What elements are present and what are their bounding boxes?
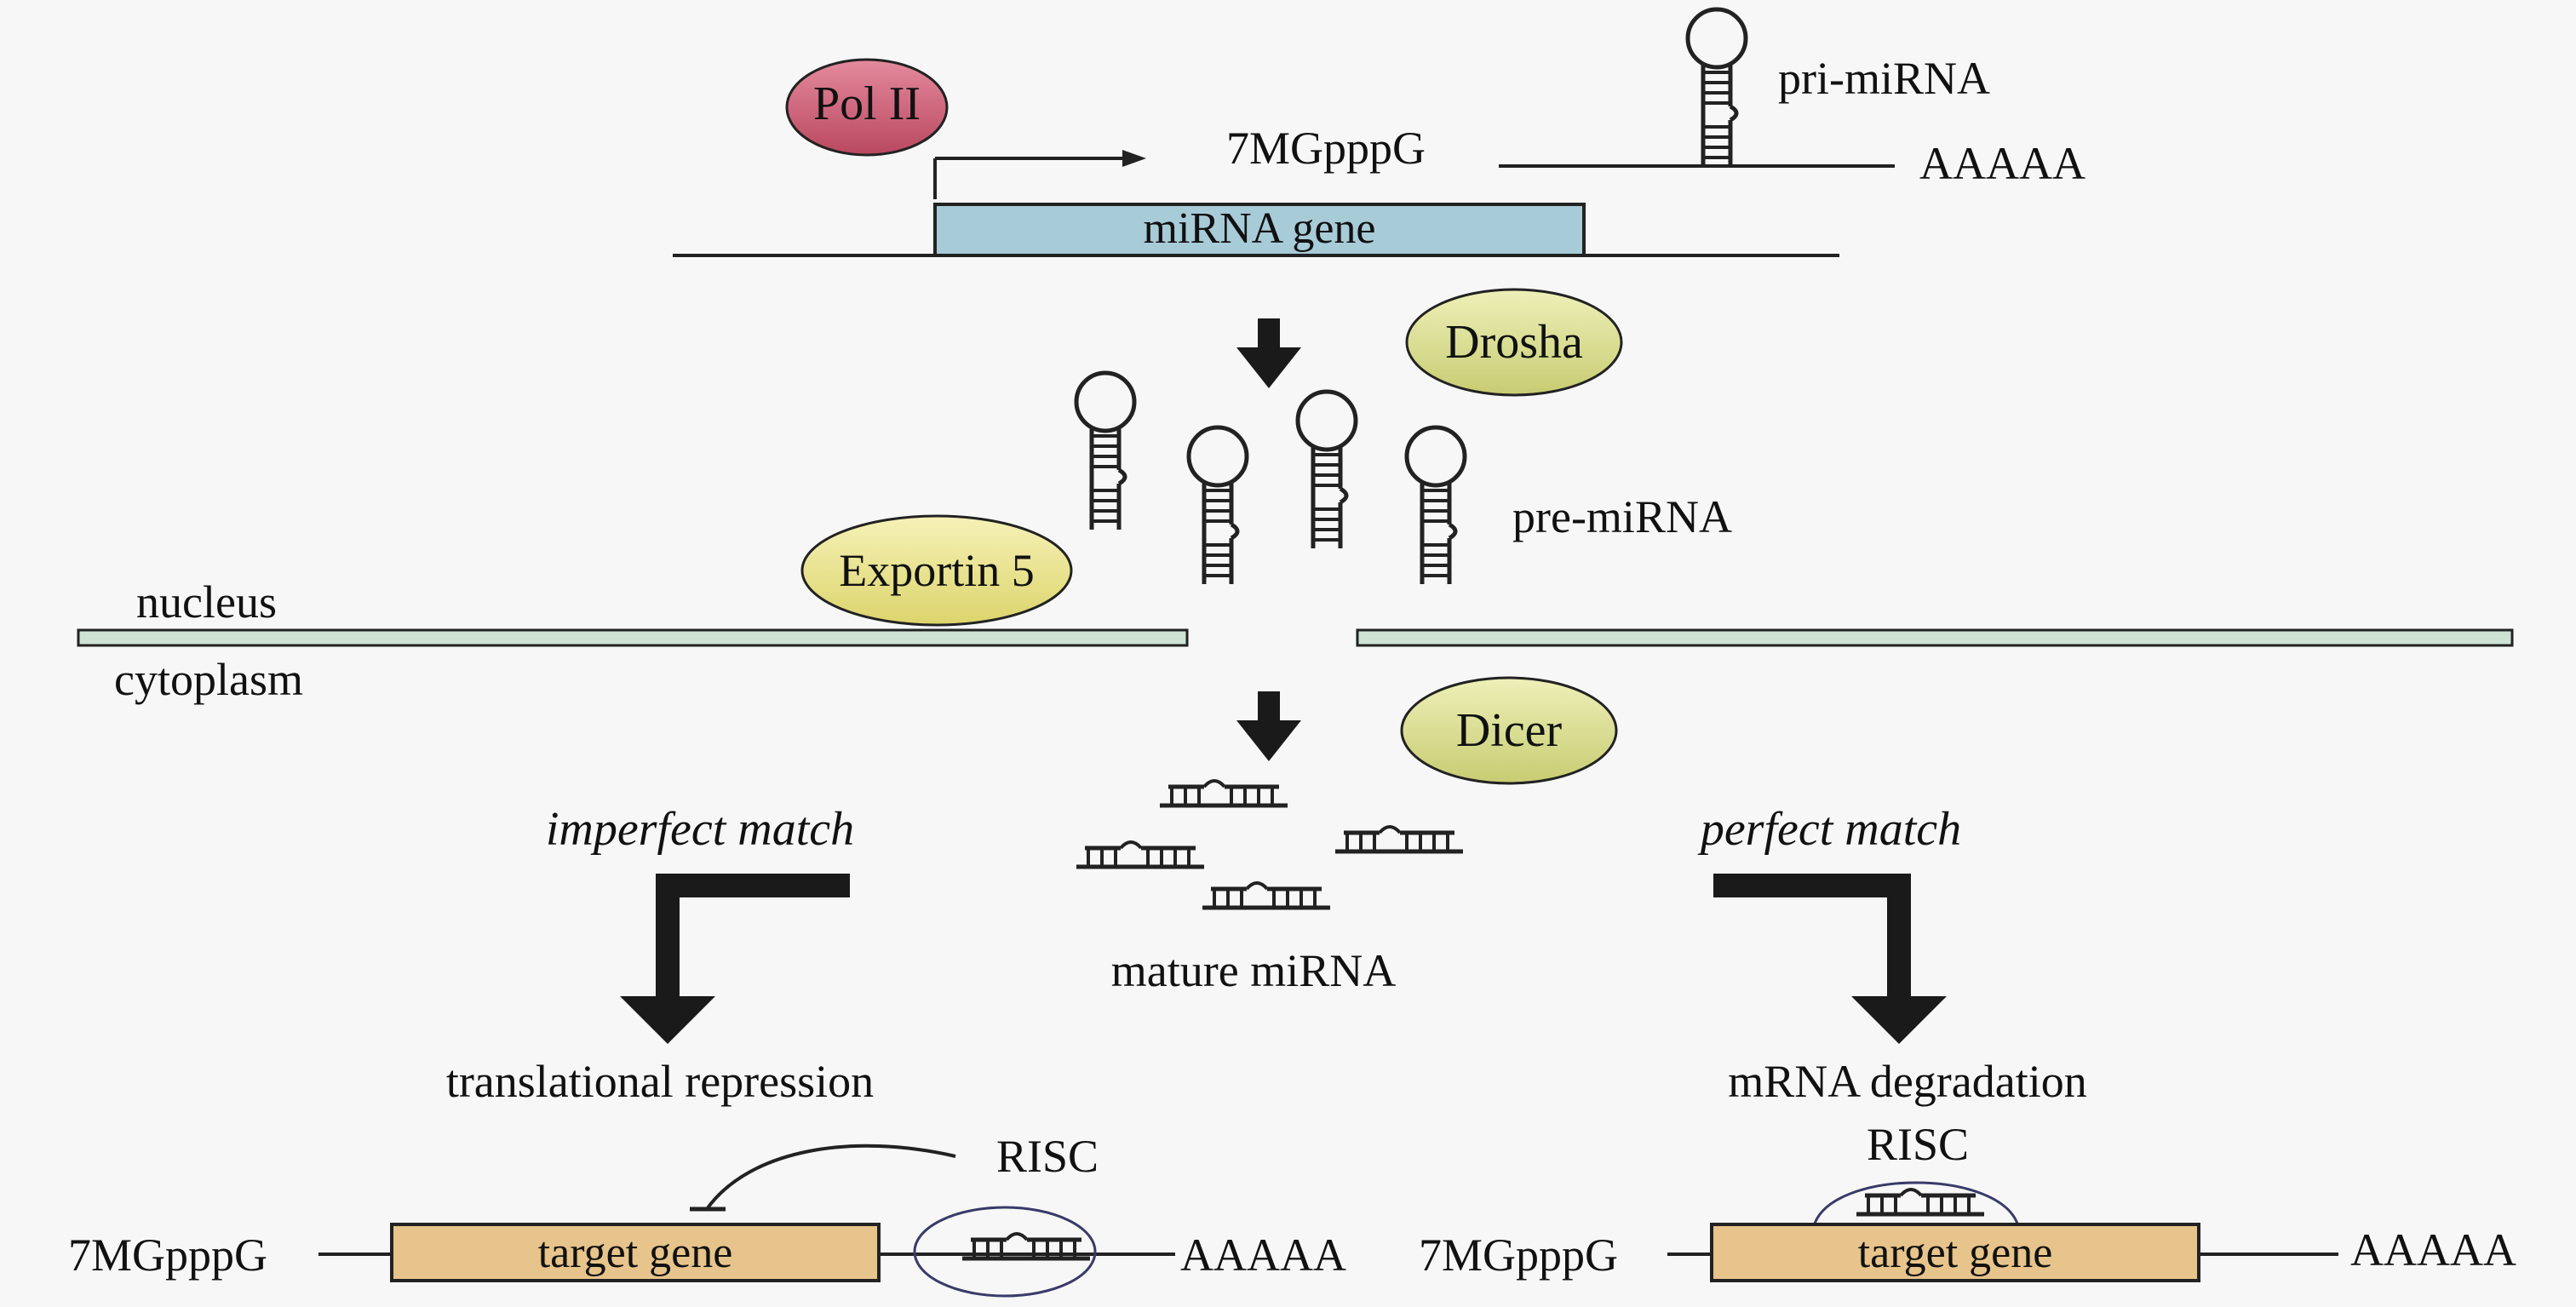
mature-mirna-duplex-icon (1202, 883, 1330, 908)
left-target-gene-box: target gene (390, 1223, 881, 1282)
mature-mirna-label: mature miRNA (1111, 945, 1396, 996)
pol-ii-enzyme: Pol II (785, 58, 949, 157)
imperfect-match-arrow (620, 874, 850, 1044)
perfect-match-label: perfect match (1697, 803, 1961, 856)
exportin5-protein: Exportin 5 (800, 514, 1073, 627)
mature-mirna-duplex-icon (1160, 781, 1288, 805)
exportin5-label: Exportin 5 (839, 545, 1034, 596)
down-arrow-icon (1236, 691, 1301, 761)
dicer-label: Dicer (1456, 704, 1563, 757)
mrna-degradation-label: mRNA degradation (1728, 1056, 2086, 1107)
pre-mirna-hairpin-icon (1076, 373, 1134, 530)
pri-mirna-transcript (1499, 9, 1895, 166)
nuclear-membrane-right (1356, 628, 2514, 647)
mature-mirna-duplex-icon (1076, 842, 1204, 867)
risc-left-label: RISC (996, 1131, 1099, 1182)
transcription-start-arrow (933, 150, 1146, 199)
cytoplasm-label: cytoplasm (114, 654, 303, 705)
mature-mirna-duplex-icon (1335, 827, 1463, 851)
imperfect-match-label: imperfect match (546, 803, 854, 856)
pre-mirna-hairpin-icon (1298, 392, 1356, 548)
pri-polya-label: AAAAA (1919, 138, 2085, 189)
pri-mirna-label: pri-miRNA (1778, 53, 1990, 104)
pre-mirna-hairpin-icon (1407, 427, 1465, 584)
pre-mirna-label: pre-miRNA (1512, 491, 1732, 542)
risc-right-label: RISC (1867, 1119, 1969, 1170)
left-polya-label: AAAAA (1180, 1230, 1346, 1281)
right-risc-complex (1812, 1181, 2020, 1227)
pol-ii-label: Pol II (813, 77, 921, 130)
drosha-label: Drosha (1445, 316, 1583, 369)
mirna-gene-box: miRNA gene (933, 203, 1586, 257)
right-target-gene-label: target gene (1858, 1229, 2053, 1277)
risc-mirna-duplex-icon (1856, 1189, 1984, 1214)
left-cap-label: 7MGpppG (68, 1230, 267, 1281)
right-target-gene-box: target gene (1710, 1223, 2200, 1282)
nuclear-membrane-left (77, 628, 1189, 647)
right-cap-label: 7MGpppG (1419, 1230, 1618, 1281)
down-arrow-icon (1236, 318, 1301, 388)
perfect-match-arrow (1713, 874, 1947, 1044)
translational-repression-label: translational repression (446, 1056, 874, 1107)
repression-inhibition-arc (690, 1144, 956, 1212)
drosha-enzyme: Drosha (1405, 288, 1623, 397)
mirna-gene-label: miRNA gene (1144, 204, 1376, 253)
dicer-enzyme: Dicer (1400, 676, 1618, 785)
right-polya-label: AAAAA (2350, 1224, 2516, 1275)
left-target-gene-label: target gene (538, 1229, 733, 1277)
nucleus-label: nucleus (136, 576, 277, 628)
pri-mirna-hairpin-icon (1688, 9, 1746, 166)
pre-mirna-hairpin-icon (1189, 427, 1247, 584)
left-risc-complex (913, 1206, 1097, 1298)
pri-cap-label: 7MGpppG (1226, 123, 1426, 174)
